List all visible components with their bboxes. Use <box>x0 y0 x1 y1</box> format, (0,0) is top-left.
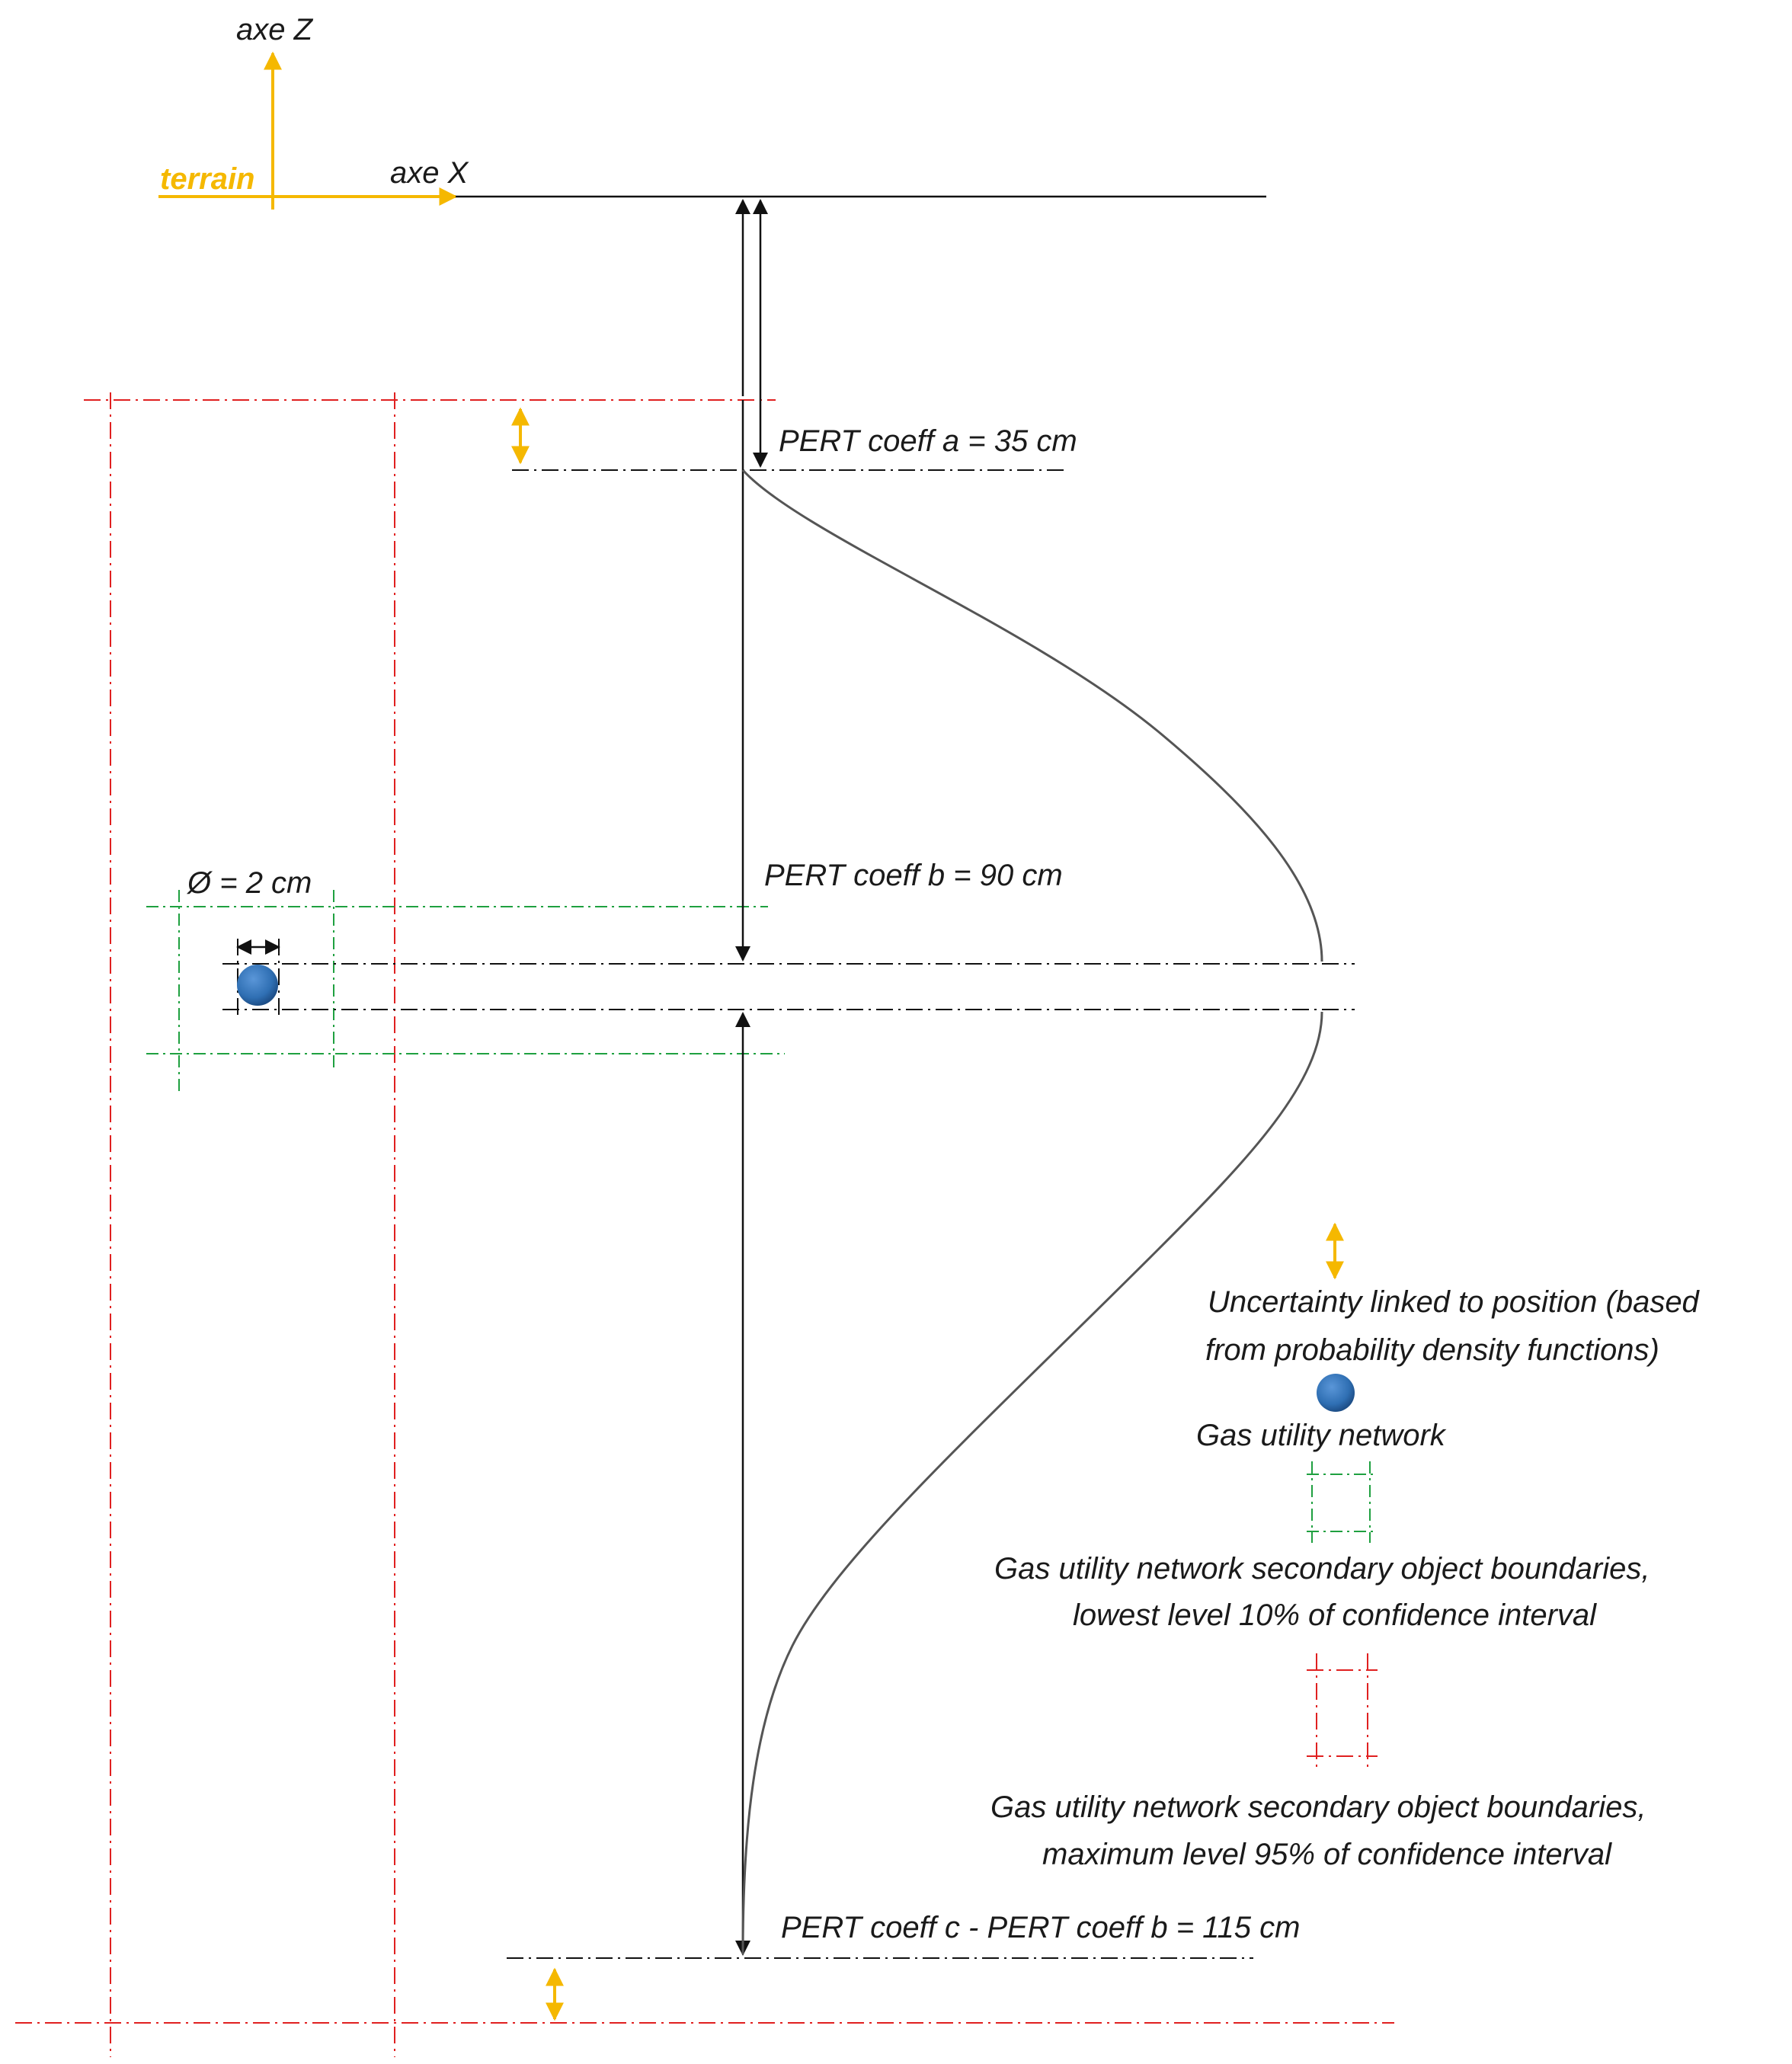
legend-green-line2: lowest level 10% of confidence interval <box>1073 1598 1597 1632</box>
z-axis-label: axe Z <box>236 13 314 46</box>
gas-pipe-icon <box>237 965 278 1006</box>
terrain-label: terrain <box>160 162 255 196</box>
pert-b-label: PERT coeff b = 90 cm <box>764 859 1063 892</box>
legend-red-line1: Gas utility network secondary object bou… <box>990 1790 1646 1824</box>
legend-red-box-icon <box>1307 1653 1378 1769</box>
pert-c-label: PERT coeff c - PERT coeff b = 115 cm <box>781 1911 1300 1944</box>
legend-uncertainty-line1: Uncertainty linked to position (based <box>1208 1285 1701 1319</box>
legend-green-line1: Gas utility network secondary object bou… <box>994 1552 1650 1586</box>
green-10-boundaries <box>146 890 785 1093</box>
red-95-boundaries <box>15 392 1394 2057</box>
legend-red-line2: maximum level 95% of confidence interval <box>1042 1838 1612 1871</box>
uncertainty-arrows <box>511 407 564 2021</box>
legend-pipe-icon <box>1317 1374 1355 1412</box>
legend-gas-network: Gas utility network <box>1196 1419 1447 1452</box>
legend-green-box-icon <box>1307 1461 1378 1543</box>
diameter-label: Ø = 2 cm <box>186 866 312 900</box>
x-axis-label: axe X <box>390 156 469 190</box>
dimension-arrows <box>735 199 768 1956</box>
reference-lines <box>222 469 1355 1959</box>
legend: Uncertainty linked to position (based fr… <box>990 1222 1701 1871</box>
pipe-object: Ø = 2 cm <box>186 866 312 1017</box>
legend-uncertainty-line2: from probability density functions) <box>1205 1333 1659 1367</box>
pert-a-label: PERT coeff a = 35 cm <box>779 424 1077 458</box>
pert-density-curve <box>741 469 1323 1955</box>
coordinate-axes: axe Z axe X terrain <box>158 13 469 210</box>
